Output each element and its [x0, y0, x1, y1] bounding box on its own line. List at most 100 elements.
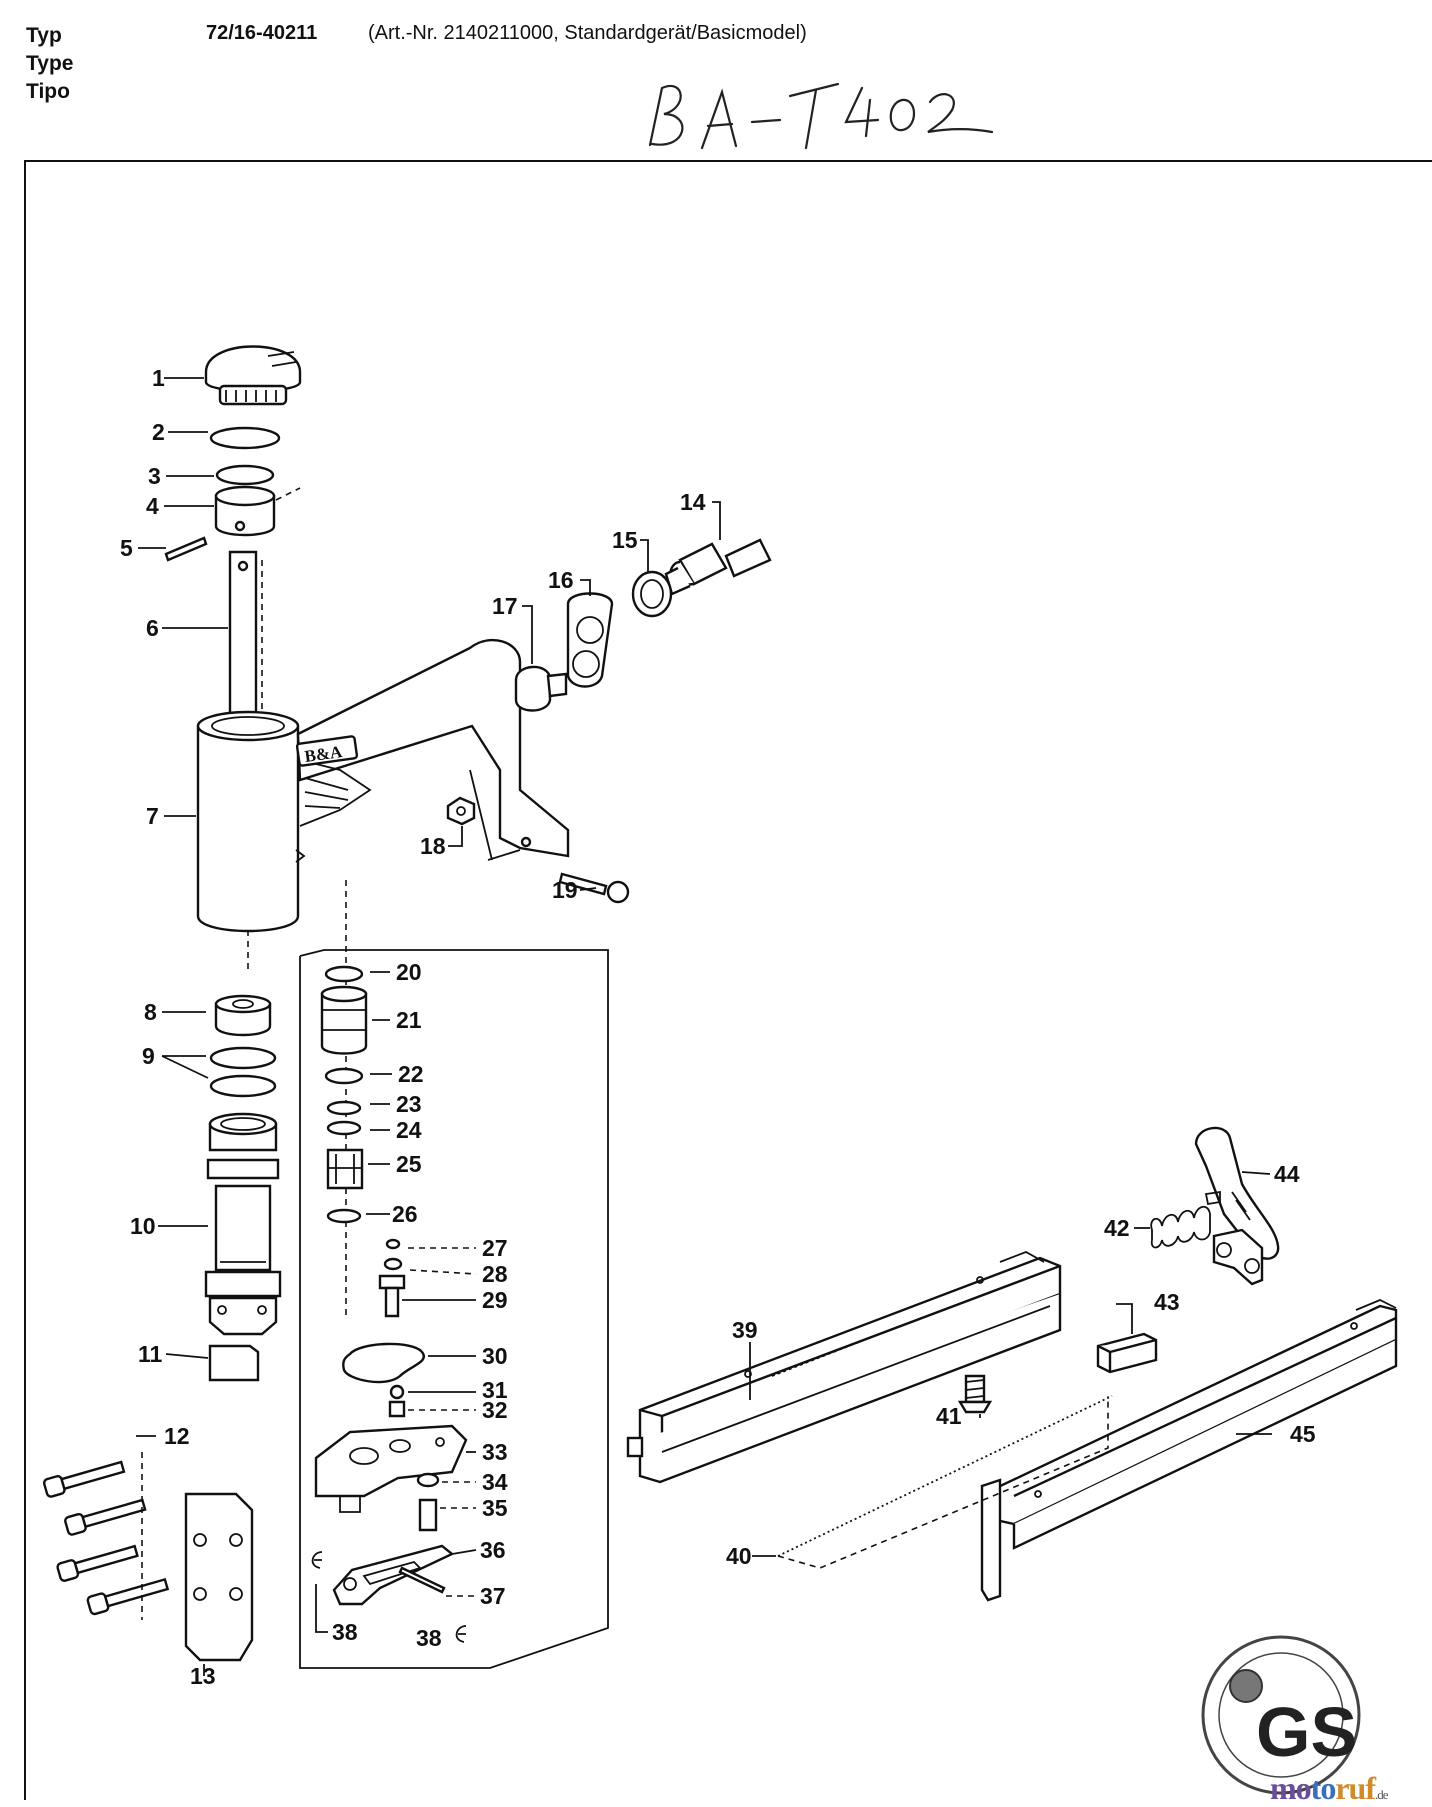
part-33-valve-housing: [314, 1424, 468, 1513]
label-part-39: 39: [732, 1317, 758, 1343]
part-2-o-ring: [209, 426, 281, 450]
label-part-43: 43: [1154, 1289, 1180, 1315]
watermark-part-1: mo: [1270, 1770, 1312, 1806]
part-32-plug: [388, 1400, 406, 1418]
part-1-cap: [204, 345, 302, 406]
part-45-pusher-rail: [980, 1299, 1398, 1602]
label-part-23: 23: [396, 1091, 422, 1117]
part-12-screws: [42, 1452, 170, 1620]
part-41-screw: [957, 1374, 993, 1414]
part-9-o-ring-upper: [209, 1046, 277, 1070]
part-5-pin: [164, 536, 208, 562]
label-part-34: 34: [482, 1469, 508, 1495]
article-number: (Art.-Nr. 2140211000, Standardgerät/Basi…: [368, 22, 807, 44]
label-part-42: 42: [1104, 1215, 1130, 1241]
label-part-12: 12: [164, 1423, 190, 1449]
label-part-4: 4: [146, 493, 159, 519]
type-label-it: Tipo: [26, 80, 70, 103]
part-22-o-ring: [324, 1067, 364, 1085]
label-part-38-right: 38: [416, 1625, 442, 1651]
label-part-33: 33: [482, 1439, 508, 1465]
part-34-washer: [416, 1472, 440, 1488]
part-26-o-ring: [326, 1208, 362, 1224]
part-9-o-ring-lower: [209, 1074, 277, 1098]
watermark-logo: motoruf.de: [1270, 1770, 1388, 1807]
part-42-spring: [1150, 1205, 1211, 1249]
label-part-35: 35: [482, 1495, 508, 1521]
label-part-14: 14: [680, 489, 706, 515]
part-37-pin: [398, 1566, 446, 1594]
part-31-ball: [389, 1384, 405, 1400]
part-38-clip-right: [455, 1625, 467, 1643]
label-part-28: 28: [482, 1261, 508, 1287]
leader-lines: [136, 377, 1272, 1676]
watermark-part-2: to: [1310, 1770, 1337, 1806]
gs-seal-logo: GS: [1201, 1635, 1361, 1795]
part-16-gasket: [566, 592, 614, 688]
label-part-40: 40: [726, 1543, 752, 1569]
part-20-o-ring: [324, 965, 364, 983]
label-part-18: 18: [420, 833, 446, 859]
label-part-19: 19: [552, 877, 578, 903]
type-labels: Typ Type Tipo: [26, 22, 73, 106]
part-40-spring-wire: [777, 1395, 1113, 1569]
diagram-frame: [24, 160, 1432, 1800]
part-14-air-fitting: [664, 538, 772, 596]
part-39-magazine-rail: [626, 1251, 1062, 1484]
label-part-22: 22: [398, 1061, 424, 1087]
label-part-32: 32: [482, 1397, 508, 1423]
type-label-en: Type: [26, 52, 74, 75]
part-27-o-ring: [385, 1238, 401, 1250]
part-10-cylinder: [204, 1112, 282, 1336]
label-part-27: 27: [482, 1235, 508, 1261]
label-part-3: 3: [148, 463, 161, 489]
seal-text: GS: [1256, 1693, 1357, 1771]
part-15-washer: [631, 570, 673, 618]
label-part-7: 7: [146, 803, 159, 829]
label-part-25: 25: [396, 1151, 422, 1177]
valve-group-frame: [299, 949, 609, 1669]
part-18-nut: [446, 796, 476, 826]
part-30-gasket: [342, 1342, 425, 1384]
part-29-valve-stem: [378, 1274, 406, 1318]
label-part-15: 15: [612, 527, 638, 553]
label-part-8: 8: [144, 999, 157, 1025]
part-28-o-ring: [383, 1257, 403, 1271]
part-44-latch-lever: [1194, 1126, 1280, 1286]
label-part-37: 37: [480, 1583, 506, 1609]
model-code: 72/16-40211: [206, 22, 318, 44]
label-part-20: 20: [396, 959, 422, 985]
label-part-6: 6: [146, 615, 159, 641]
watermark-part-3: ruf: [1335, 1770, 1376, 1806]
label-part-5: 5: [120, 535, 133, 561]
part-4-ring-nut: [214, 485, 301, 537]
part-38-clip-left: [311, 1551, 323, 1569]
label-part-26: 26: [392, 1201, 418, 1227]
part-36-trigger: [332, 1544, 455, 1606]
label-part-24: 24: [396, 1117, 422, 1143]
label-part-9: 9: [142, 1043, 155, 1069]
label-part-38-left: 38: [332, 1619, 358, 1645]
label-part-17: 17: [492, 593, 518, 619]
part-8-piston: [214, 994, 272, 1037]
part-21-valve-sleeve: [320, 985, 368, 1055]
part-6-driver-blade: [228, 550, 263, 732]
label-part-16: 16: [548, 567, 574, 593]
part-3-o-ring: [215, 464, 275, 486]
part-43-clip: [1096, 1332, 1158, 1374]
label-part-41: 41: [936, 1403, 962, 1429]
part-11-bumper: [208, 1344, 260, 1382]
label-part-36: 36: [480, 1537, 506, 1563]
label-part-29: 29: [482, 1287, 508, 1313]
type-label-de: Typ: [26, 24, 62, 47]
part-7-tool-body: B&A: [196, 638, 570, 933]
label-part-30: 30: [482, 1343, 508, 1369]
label-part-45: 45: [1290, 1421, 1316, 1447]
label-part-2: 2: [152, 419, 165, 445]
label-part-44: 44: [1274, 1161, 1300, 1187]
label-part-10: 10: [130, 1213, 156, 1239]
part-25-valve-cage: [326, 1148, 364, 1190]
part-17-filter: [514, 665, 568, 712]
label-part-1: 1: [152, 365, 165, 391]
